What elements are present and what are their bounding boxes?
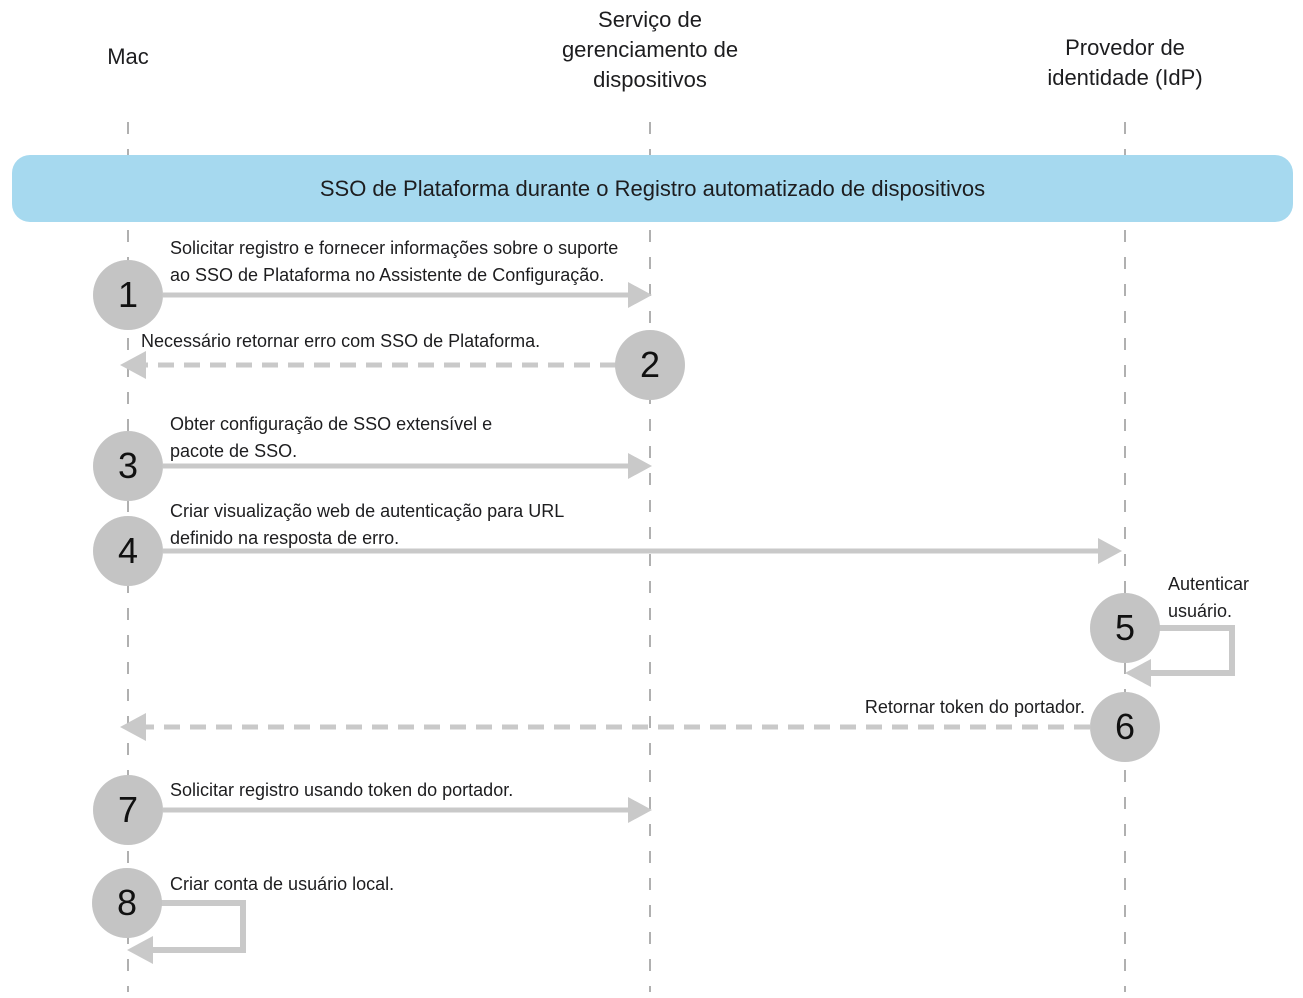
step-6-badge: 6 bbox=[1090, 692, 1160, 762]
actor-idp-line: Provedor de bbox=[1065, 35, 1185, 60]
step-5-badge: 5 bbox=[1090, 593, 1160, 663]
arrow-step-3 bbox=[163, 453, 652, 479]
step-1-badge: 1 bbox=[93, 260, 163, 330]
step-6-number: 6 bbox=[1114, 706, 1136, 747]
arrow-step-5-line bbox=[1150, 625, 1235, 676]
step-5-label-line: Autenticar bbox=[1168, 574, 1250, 594]
arrow-step-3-head bbox=[628, 453, 652, 479]
arrow-step-8-line bbox=[152, 900, 246, 953]
step-2-label-line: Necessário retornar erro com SSO de Plat… bbox=[141, 331, 541, 351]
arrow-step-5-self-loop bbox=[1125, 625, 1235, 687]
step-7-number: 7 bbox=[117, 789, 139, 830]
arrow-step-2 bbox=[120, 351, 616, 379]
arrow-step-4-head bbox=[1098, 538, 1122, 564]
arrow-step-6-head bbox=[120, 713, 146, 741]
step-6-label: Retornar token do portador. bbox=[700, 694, 1085, 721]
step-2-number: 2 bbox=[639, 344, 661, 385]
actor-header-mac: Mac bbox=[28, 42, 228, 72]
actor-header-device-management-service: Serviço de gerenciamento de dispositivos bbox=[520, 5, 780, 95]
step-1-label-line: Solicitar registro e fornecer informaçõe… bbox=[170, 238, 619, 258]
step-3-label: Obter configuração de SSO extensível e p… bbox=[170, 411, 492, 465]
diagram-title: SSO de Plataforma durante o Registro aut… bbox=[319, 175, 986, 201]
step-2-badge: 2 bbox=[615, 330, 685, 400]
step-4-label: Criar visualização web de autenticação p… bbox=[170, 498, 564, 552]
arrow-step-7 bbox=[163, 797, 652, 823]
step-3-number: 3 bbox=[117, 445, 139, 486]
step-1-number: 1 bbox=[117, 274, 139, 315]
arrow-step-1 bbox=[163, 282, 652, 308]
step-7-badge: 7 bbox=[93, 775, 163, 845]
step-3-label-line: Obter configuração de SSO extensível e bbox=[170, 414, 493, 434]
step-5-number: 5 bbox=[1114, 607, 1136, 648]
arrow-step-1-head bbox=[628, 282, 652, 308]
step-6-label-line: Retornar token do portador. bbox=[864, 697, 1085, 717]
step-2-label: Necessário retornar erro com SSO de Plat… bbox=[141, 328, 540, 355]
step-3-badge: 3 bbox=[93, 431, 163, 501]
step-1-label-line: ao SSO de Plataforma no Assistente de Co… bbox=[170, 265, 605, 285]
actor-mdm-line: gerenciamento de bbox=[561, 37, 739, 62]
step-4-badge: 4 bbox=[93, 516, 163, 586]
step-7-label-line: Solicitar registro usando token do porta… bbox=[170, 780, 514, 800]
arrow-step-8-head bbox=[127, 936, 153, 964]
step-5-label-line: usuário. bbox=[1168, 601, 1233, 621]
actor-mdm-line: dispositivos bbox=[593, 67, 707, 92]
actor-mac-line: Mac bbox=[107, 44, 149, 69]
diagram-title-banner: SSO de Plataforma durante o Registro aut… bbox=[12, 155, 1293, 222]
step-5-label: Autenticar usuário. bbox=[1168, 571, 1249, 625]
actor-mdm-line: Serviço de bbox=[598, 7, 702, 32]
step-8-number: 8 bbox=[116, 882, 138, 923]
arrow-step-5-head bbox=[1125, 659, 1151, 687]
arrow-step-4 bbox=[163, 538, 1122, 564]
step-8-badge: 8 bbox=[92, 868, 162, 938]
step-4-label-line: definido na resposta de erro. bbox=[170, 528, 400, 548]
step-1-label: Solicitar registro e fornecer informaçõe… bbox=[170, 235, 618, 289]
step-8-label: Criar conta de usuário local. bbox=[170, 871, 394, 898]
step-4-number: 4 bbox=[117, 530, 139, 571]
step-7-label: Solicitar registro usando token do porta… bbox=[170, 777, 513, 804]
step-3-label-line: pacote de SSO. bbox=[170, 441, 298, 461]
step-8-label-line: Criar conta de usuário local. bbox=[170, 874, 395, 894]
actor-idp-line: identidade (IdP) bbox=[1047, 65, 1203, 90]
arrow-step-8-self-loop bbox=[127, 900, 246, 964]
actor-header-identity-provider: Provedor de identidade (IdP) bbox=[995, 33, 1255, 93]
arrow-step-2-head bbox=[120, 351, 146, 379]
arrow-step-7-head bbox=[628, 797, 652, 823]
step-4-label-line: Criar visualização web de autenticação p… bbox=[170, 501, 565, 521]
arrow-step-6 bbox=[120, 713, 1090, 741]
